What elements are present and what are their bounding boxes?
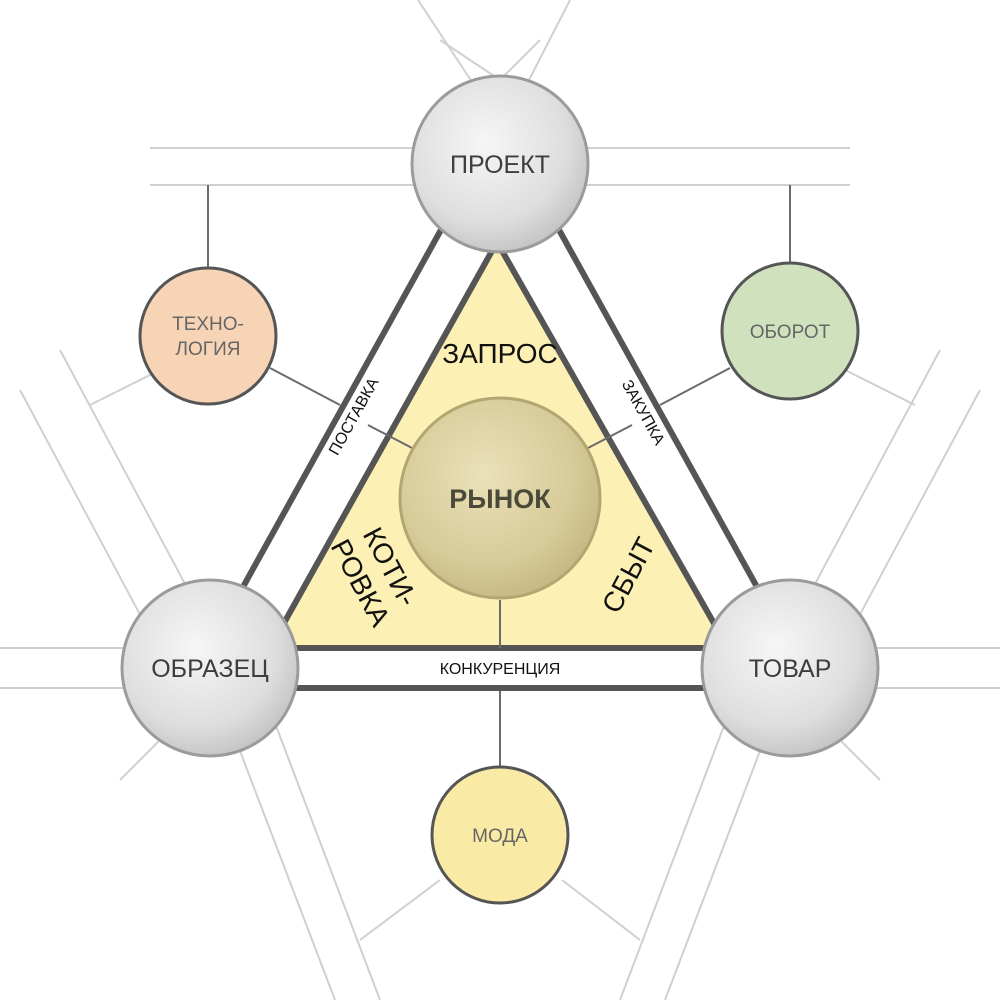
satellite-connectors [207, 185, 791, 770]
satellite-tech-line1: ТЕХНО- [172, 314, 244, 335]
satellite-fashion-circle[interactable] [430, 765, 570, 905]
center-connectors [367, 424, 633, 648]
satellite-fashion-label: МОДА [472, 826, 528, 847]
node-left-sphere[interactable] [120, 578, 300, 758]
node-right-sphere[interactable] [700, 578, 880, 758]
satellite-tech-line2: ЛОГИЯ [176, 339, 241, 360]
center-label: РЫНОК [449, 484, 551, 514]
node-right-label: ТОВАР [749, 655, 832, 683]
center-sphere[interactable] [398, 396, 602, 600]
node-top-sphere[interactable] [410, 74, 590, 254]
node-left-label: ОБРАЗЕЦ [151, 655, 269, 683]
sector-top-label: ЗАПРОС [442, 338, 557, 369]
satellite-turnover-label: ОБОРОТ [750, 322, 831, 343]
satellite-turnover-circle[interactable] [720, 261, 860, 401]
satellite-tech-circle[interactable] [138, 266, 278, 406]
node-top-label: ПРОЕКТ [450, 151, 550, 179]
edge-bottom-label: КОНКУРЕНЦИЯ [440, 661, 561, 678]
